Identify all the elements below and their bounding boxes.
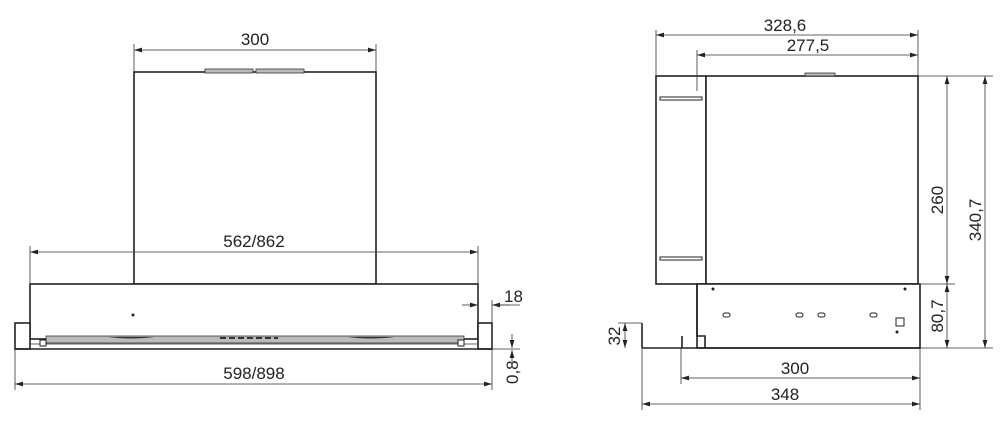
dim-chimney-height: 260 bbox=[928, 186, 947, 214]
dim-extended-depth: 348 bbox=[771, 385, 799, 404]
front-view: 300 562/862 598/898 18 0,8 bbox=[14, 30, 523, 390]
side-chimney bbox=[705, 75, 919, 285]
front-tab-right bbox=[477, 322, 493, 350]
side-body bbox=[696, 283, 921, 349]
front-tab-left bbox=[14, 322, 31, 350]
side-rear-panel bbox=[655, 75, 707, 285]
front-top-bump-right bbox=[255, 68, 305, 74]
dim-lip: 0,8 bbox=[503, 360, 522, 384]
front-chimney bbox=[133, 71, 377, 285]
side-view: 328,6 277,5 260 340,7 80,7 32 300 348 bbox=[605, 16, 993, 410]
dim-top-width: 300 bbox=[241, 30, 269, 49]
dim-front-lip: 32 bbox=[605, 327, 624, 346]
dim-overall-height: 340,7 bbox=[966, 199, 985, 242]
dim-body-depth: 300 bbox=[781, 359, 809, 378]
front-top-bump-left bbox=[204, 68, 254, 74]
dim-body-height: 80,7 bbox=[928, 299, 947, 332]
dim-side-tab: 18 bbox=[504, 287, 523, 306]
front-body bbox=[29, 283, 479, 340]
dim-chimney-depth: 277,5 bbox=[787, 36, 830, 55]
dim-overall-width: 598/898 bbox=[223, 364, 284, 383]
dim-body-width: 562/862 bbox=[223, 232, 284, 251]
dim-overall-depth: 328,6 bbox=[764, 16, 807, 35]
